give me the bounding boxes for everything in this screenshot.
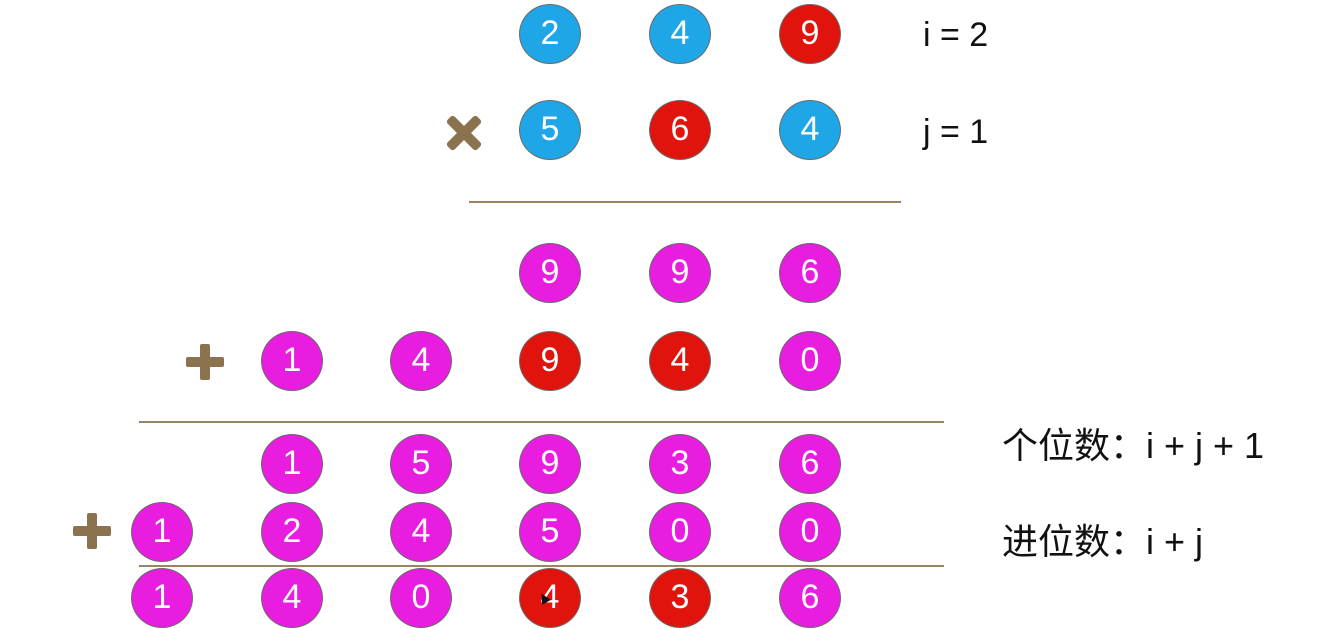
digit-circle: 9 bbox=[649, 243, 711, 303]
digit-circle: 2 bbox=[519, 4, 581, 64]
digit-circle: 1 bbox=[131, 568, 193, 628]
digit-circle: 6 bbox=[649, 100, 711, 160]
digit-circle: 6 bbox=[779, 434, 841, 494]
carry-digit-label: 进位数：i + j bbox=[1002, 521, 1204, 562]
digit-circle: 5 bbox=[390, 434, 452, 494]
digit-circle: 0 bbox=[649, 502, 711, 562]
digit-circle: 3 bbox=[649, 434, 711, 494]
digit-circle: 3 bbox=[649, 568, 711, 628]
digit-circle: 5 bbox=[519, 502, 581, 562]
digit-circle: 4 bbox=[649, 4, 711, 64]
rule-sum-2 bbox=[139, 565, 944, 567]
digit-circle: 5 bbox=[519, 100, 581, 160]
digit-circle: 6 bbox=[779, 568, 841, 628]
digit-circle: 1 bbox=[131, 502, 193, 562]
digit-circle: 9 bbox=[519, 243, 581, 303]
digit-circle: 4 bbox=[261, 568, 323, 628]
rule-multiply bbox=[469, 201, 901, 203]
digit-circle: 6 bbox=[779, 243, 841, 303]
digit-circle: 0 bbox=[779, 502, 841, 562]
multiply-icon bbox=[446, 115, 482, 151]
digit-circle: 4 bbox=[390, 331, 452, 391]
digit-circle: 9 bbox=[519, 331, 581, 391]
digit-circle: 0 bbox=[390, 568, 452, 628]
ones-digit-label: 个位数：i + j + 1 bbox=[1002, 425, 1265, 466]
digit-circle: 4 bbox=[779, 100, 841, 160]
digit-circle: 0 bbox=[779, 331, 841, 391]
plus-icon bbox=[73, 513, 111, 549]
digit-circle: 2 bbox=[261, 502, 323, 562]
digit-circle: 1 bbox=[261, 331, 323, 391]
rule-sum-1 bbox=[139, 421, 944, 423]
i-value-label: i = 2 bbox=[923, 16, 989, 54]
digit-circle: 4 bbox=[519, 568, 581, 628]
digit-circle: 4 bbox=[649, 331, 711, 391]
digit-circle: 9 bbox=[779, 4, 841, 64]
digit-circle: 9 bbox=[519, 434, 581, 494]
plus-icon bbox=[186, 344, 224, 380]
digit-circle: 4 bbox=[390, 502, 452, 562]
j-value-label: j = 1 bbox=[923, 113, 989, 151]
digit-circle: 1 bbox=[261, 434, 323, 494]
